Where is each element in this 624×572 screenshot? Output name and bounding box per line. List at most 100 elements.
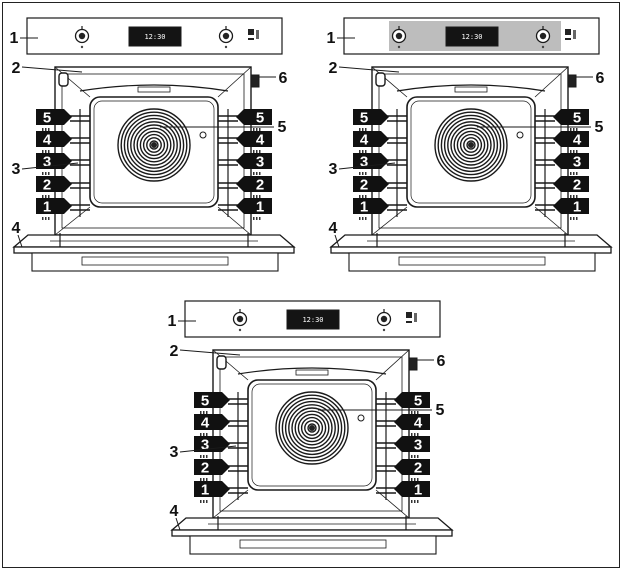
shelf-level-number: 3 <box>573 154 581 171</box>
level-tick <box>48 217 50 220</box>
shelf-level-number: 3 <box>43 154 51 171</box>
shelf-level-badge-left <box>194 459 230 475</box>
level-tick <box>570 217 572 220</box>
back-wall-inner <box>410 100 532 204</box>
shelf-level-number: 4 <box>201 415 210 432</box>
level-tick <box>362 150 364 153</box>
level-tick <box>570 150 572 153</box>
left-knob-dot <box>238 328 242 332</box>
oven-cavity-inner <box>61 73 245 229</box>
shelf-level-badge-left <box>353 176 389 192</box>
shelf-level-badge-left <box>36 198 72 214</box>
shelf-level-badge-right <box>394 459 430 475</box>
level-tick <box>259 128 261 131</box>
shelf-supports-callout-leader <box>21 162 79 170</box>
panel-button-icon <box>248 38 254 40</box>
level-tick <box>414 455 416 458</box>
clock-time: 12:30 <box>461 33 482 41</box>
cavity-edge <box>375 349 410 381</box>
diagram-frame <box>2 2 620 568</box>
level-tick <box>576 217 578 220</box>
right-knob-center <box>380 315 388 323</box>
shelf-level-badge-left <box>353 131 389 147</box>
lamp <box>375 72 386 87</box>
level-tick <box>411 455 413 458</box>
shelf-level-number: 5 <box>573 110 581 127</box>
level-tick <box>253 217 255 220</box>
shelf-level-badge-right <box>394 436 430 452</box>
shelf-level-number: 2 <box>360 177 368 194</box>
door-switch <box>250 74 260 88</box>
lamp-callout-label: 2 <box>170 343 179 360</box>
fan-ring <box>284 400 340 456</box>
lamp-callout-leader <box>179 349 241 356</box>
shelf-level-badge-right <box>553 176 589 192</box>
level-tick <box>411 500 413 503</box>
shelf-level-badge-left <box>353 109 389 125</box>
level-tick <box>253 195 255 198</box>
right-knob-dot <box>224 45 228 49</box>
lamp-callout-leader <box>338 66 400 73</box>
cavity-edge <box>212 349 249 381</box>
fan-screw <box>516 131 524 139</box>
clock-time: 12:30 <box>144 33 165 41</box>
bottom-drawer <box>189 535 437 555</box>
door-edge <box>330 246 612 254</box>
fan-hub <box>309 425 315 431</box>
bottom-drawer-handle <box>81 256 229 266</box>
door-callout-leader <box>17 234 23 248</box>
shelf-supports-callout-leader <box>338 162 396 170</box>
level-tick <box>359 195 361 198</box>
level-tick <box>42 217 44 220</box>
lamp-housing <box>454 86 488 93</box>
fan-ring <box>466 140 476 150</box>
fan-ring <box>450 124 492 166</box>
right-knob-center <box>539 32 547 40</box>
level-tick <box>359 128 361 131</box>
door-edge <box>13 246 295 254</box>
control-panel-callout-label: 1 <box>327 30 336 47</box>
level-tick <box>203 433 205 436</box>
oven-cavity-inner <box>378 73 562 229</box>
fan-ring <box>146 137 162 153</box>
fan-hub <box>151 142 157 148</box>
lamp-callout-leader <box>21 66 83 73</box>
shelf-level-number: 3 <box>256 154 264 171</box>
left-knob-dot <box>80 45 84 49</box>
shelf-level-number: 3 <box>201 437 209 454</box>
fan-ring <box>126 117 182 173</box>
door-switch-callout-label: 6 <box>437 353 446 370</box>
door-switch-callout-label: 6 <box>279 70 288 87</box>
fan-ring <box>307 423 317 433</box>
lamp <box>58 72 69 87</box>
shelf-level-number: 4 <box>43 132 52 149</box>
fan-ring <box>434 108 508 182</box>
level-tick <box>203 411 205 414</box>
panel-button-icon <box>414 313 417 322</box>
control-panel-callout-label: 1 <box>168 313 177 330</box>
fan-ring <box>459 133 483 157</box>
fan-ring <box>463 137 479 153</box>
level-tick <box>417 500 419 503</box>
fan-ring <box>437 111 505 179</box>
level-tick <box>417 411 419 414</box>
fan-ring <box>440 114 502 176</box>
level-tick <box>570 172 572 175</box>
level-tick <box>206 455 208 458</box>
shelf-level-number: 1 <box>201 482 209 499</box>
level-tick <box>573 128 575 131</box>
level-tick <box>45 217 47 220</box>
shelf-level-badge-left <box>36 109 72 125</box>
shelf-level-number: 1 <box>360 199 368 216</box>
level-tick <box>365 217 367 220</box>
back-wall-inner <box>251 383 373 487</box>
shelf-level-number: 5 <box>201 393 209 410</box>
fan-ring <box>139 130 169 160</box>
level-tick <box>259 172 261 175</box>
fan-ring <box>275 391 349 465</box>
shelf-level-number: 1 <box>256 199 264 216</box>
fan-ring <box>278 394 346 462</box>
oven-cavity-inner <box>219 356 403 512</box>
